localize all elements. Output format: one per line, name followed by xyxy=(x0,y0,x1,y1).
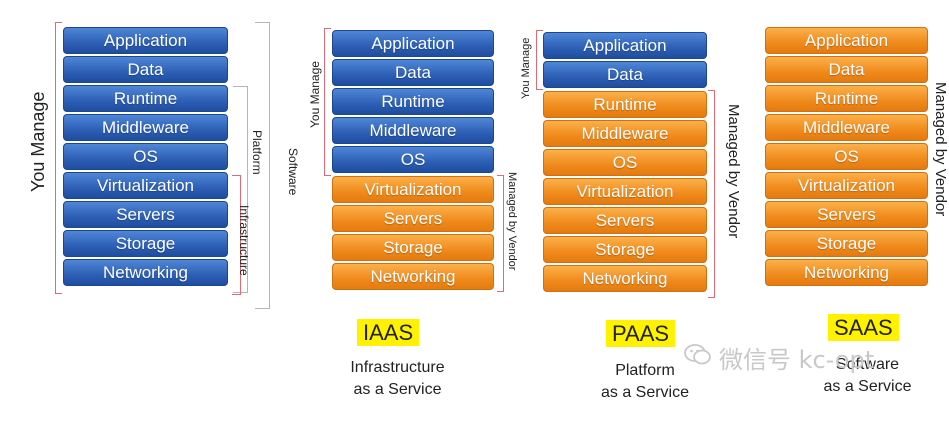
watermark-text: 微信号 kc-opt xyxy=(719,346,875,374)
layer-os: OS xyxy=(332,146,494,173)
label-software: Software xyxy=(286,148,300,196)
layer-storage: Storage xyxy=(765,230,928,257)
bracket-software xyxy=(255,22,270,309)
title-saas: SAAS xyxy=(828,314,899,342)
desc-saas-line1: Software xyxy=(835,356,900,373)
layer-storage: Storage xyxy=(63,230,228,257)
bracket-managed-paas xyxy=(708,90,715,298)
bracket-you-manage-iaas xyxy=(324,28,331,176)
label-you-manage-iaas: You Manage xyxy=(308,61,322,128)
label-managed-saas: Managed by Vendor xyxy=(932,82,949,217)
title-iaas: IAAS xyxy=(357,319,420,347)
desc-saas-line2: as a Service xyxy=(823,378,912,395)
label-managed-paas: Managed by Vendor xyxy=(725,104,742,239)
desc-paas-line1: Platform xyxy=(615,362,675,379)
layer-servers: Servers xyxy=(63,201,228,228)
desc-iaas: Infrastructure as a Service xyxy=(330,357,465,401)
desc-paas: Platform as a Service xyxy=(575,360,715,404)
layer-middleware: Middleware xyxy=(63,114,228,141)
layer-application: Application xyxy=(332,30,494,57)
layer-os: OS xyxy=(765,143,928,170)
layer-virtualization: Virtualization xyxy=(63,172,228,199)
layer-data: Data xyxy=(543,61,707,88)
wechat-icon xyxy=(683,343,713,373)
layer-runtime: Runtime xyxy=(332,88,494,115)
layer-application: Application xyxy=(543,32,707,59)
layer-servers: Servers xyxy=(765,201,928,228)
layer-virtualization: Virtualization xyxy=(332,176,494,203)
layer-middleware: Middleware xyxy=(765,114,928,141)
layer-virtualization: Virtualization xyxy=(543,178,707,205)
desc-paas-line2: as a Service xyxy=(600,384,690,401)
bracket-you-manage-onprem xyxy=(55,22,62,294)
layer-networking: Networking xyxy=(63,259,228,286)
label-infrastructure: Infrastructure xyxy=(237,205,251,276)
layer-virtualization: Virtualization xyxy=(765,172,928,199)
layer-middleware: Middleware xyxy=(543,120,707,147)
layer-data: Data xyxy=(332,59,494,86)
label-you-manage-paas: You Manage xyxy=(520,37,532,99)
layer-networking: Networking xyxy=(765,259,928,286)
label-you-manage-onprem: You Manage xyxy=(28,91,48,192)
layer-data: Data xyxy=(765,56,928,83)
layer-storage: Storage xyxy=(332,234,494,261)
layer-runtime: Runtime xyxy=(543,91,707,118)
layer-application: Application xyxy=(63,27,228,54)
layer-runtime: Runtime xyxy=(63,85,228,112)
title-paas: PAAS xyxy=(606,320,676,348)
label-platform: Platform xyxy=(250,130,264,175)
desc-iaas-line1: Infrastructure xyxy=(350,359,445,376)
desc-iaas-line2: as a Service xyxy=(353,381,442,398)
layer-data: Data xyxy=(63,56,228,83)
layer-runtime: Runtime xyxy=(765,85,928,112)
watermark: 微信号 kc-opt xyxy=(683,340,874,375)
label-managed-iaas: Managed by Vendor xyxy=(506,172,518,271)
desc-saas: Software as a Service xyxy=(800,354,935,398)
layer-application: Application xyxy=(765,27,928,54)
layer-os: OS xyxy=(543,149,707,176)
layer-storage: Storage xyxy=(543,236,707,263)
bracket-infrastructure xyxy=(232,175,241,295)
layer-servers: Servers xyxy=(332,205,494,232)
layer-networking: Networking xyxy=(332,263,494,290)
layer-middleware: Middleware xyxy=(332,117,494,144)
bracket-managed-iaas xyxy=(497,175,504,292)
layer-os: OS xyxy=(63,143,228,170)
bracket-you-manage-paas xyxy=(536,30,543,90)
layer-servers: Servers xyxy=(543,207,707,234)
layer-networking: Networking xyxy=(543,265,707,292)
